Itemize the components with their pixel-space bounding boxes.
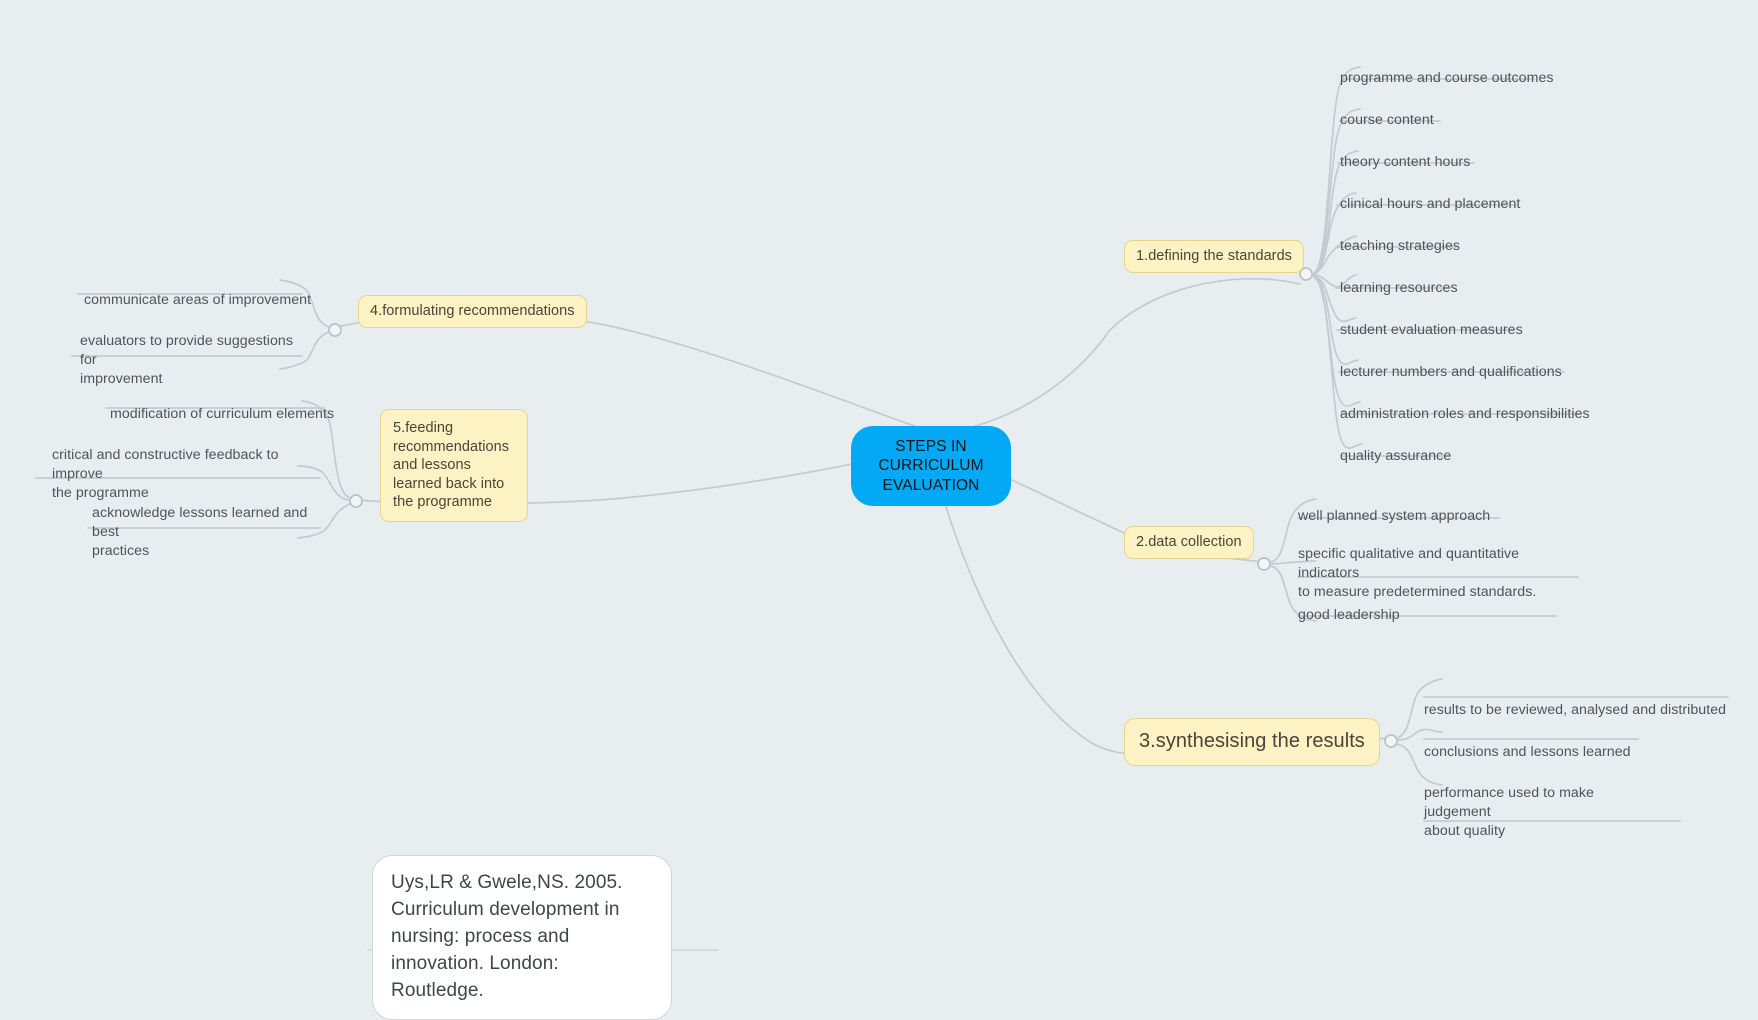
topic-node-5[interactable]: 5.feeding recommendations and lessons le… (380, 409, 528, 522)
leaf-1-2[interactable]: theory content hours (1340, 134, 1470, 172)
leaf-1-9[interactable]: quality assurance (1340, 428, 1451, 466)
leaf-2-2[interactable]: good leadership (1298, 587, 1400, 625)
leaf-5-2[interactable]: acknowledge lessons learned and best pra… (92, 485, 324, 561)
leaf-1-4[interactable]: teaching strategies (1340, 218, 1460, 256)
leaf-label: modification of curriculum elements (110, 405, 335, 422)
leaf-label: performance used to make judgement about… (1424, 784, 1594, 839)
mindmap-canvas: STEPS IN CURRICULUM EVALUATION 1.definin… (35, 50, 1729, 1020)
leaf-label: lecturer numbers and qualifications (1340, 363, 1562, 380)
topic-label-5: 5.feeding recommendations and lessons le… (393, 420, 509, 511)
leaf-label: evaluators to provide suggestions for im… (80, 332, 294, 387)
leaf-2-1[interactable]: specific qualitative and quantitative in… (1298, 526, 1582, 602)
leaf-4-1[interactable]: evaluators to provide suggestions for im… (80, 313, 306, 389)
leaf-label: programme and course outcomes (1340, 69, 1554, 86)
leaf-label: teaching strategies (1340, 237, 1461, 254)
topic-node-1[interactable]: 1.defining the standards (1124, 240, 1304, 273)
leaf-5-0[interactable]: modification of curriculum elements (110, 386, 334, 424)
leaf-label: clinical hours and placement (1340, 195, 1521, 212)
topic-label-2: 2.data collection (1136, 534, 1242, 550)
leaf-1-1[interactable]: course content (1340, 92, 1434, 130)
leaf-label: quality assurance (1340, 447, 1452, 464)
leaf-1-5[interactable]: learning resources (1340, 260, 1458, 298)
topic-node-3[interactable]: 3.synthesising the results (1124, 718, 1380, 766)
root-label: STEPS IN CURRICULUM EVALUATION (878, 438, 984, 494)
leaf-label: administration roles and responsibilitie… (1340, 405, 1590, 422)
leaf-1-0[interactable]: programme and course outcomes (1340, 50, 1554, 88)
topic-node-2[interactable]: 2.data collection (1124, 526, 1254, 559)
leaf-label: critical and constructive feedback to im… (52, 446, 279, 501)
leaf-label: conclusions and lessons learned (1424, 743, 1631, 760)
root-node[interactable]: STEPS IN CURRICULUM EVALUATION (851, 426, 1011, 507)
topic-label-1: 1.defining the standards (1136, 248, 1292, 264)
leaf-1-7[interactable]: lecturer numbers and qualifications (1340, 344, 1562, 382)
leaf-label: results to be reviewed, analysed and dis… (1424, 701, 1727, 718)
leaf-label: communicate areas of improvement (84, 291, 312, 308)
leaf-label: course content (1340, 111, 1434, 128)
leaf-1-8[interactable]: administration roles and responsibilitie… (1340, 386, 1590, 424)
leaf-label: learning resources (1340, 279, 1458, 296)
leaf-label: theory content hours (1340, 153, 1471, 170)
leaf-label: good leadership (1298, 606, 1400, 623)
leaf-label: student evaluation measures (1340, 321, 1523, 338)
leaf-3-2[interactable]: performance used to make judgement about… (1424, 765, 1664, 841)
leaf-1-3[interactable]: clinical hours and placement (1340, 176, 1520, 214)
citation-card[interactable]: Uys,LR & Gwele,NS. 2005. Curriculum deve… (372, 855, 672, 1020)
leaf-label: well planned system approach (1298, 507, 1491, 524)
leaf-label: specific qualitative and quantitative in… (1298, 545, 1537, 600)
topic-node-4[interactable]: 4.formulating recommendations (358, 295, 587, 328)
leaf-2-0[interactable]: well planned system approach (1298, 488, 1490, 526)
leaf-3-1[interactable]: conclusions and lessons learned (1424, 724, 1631, 762)
leaf-1-6[interactable]: student evaluation measures (1340, 302, 1523, 340)
leaf-5-1[interactable]: critical and constructive feedback to im… (52, 427, 324, 503)
leaf-3-0[interactable]: results to be reviewed, analysed and dis… (1424, 682, 1726, 720)
topic-label-4: 4.formulating recommendations (370, 303, 575, 319)
leaf-label: acknowledge lessons learned and best pra… (92, 504, 308, 559)
citation-text: Uys,LR & Gwele,NS. 2005. Curriculum deve… (391, 872, 623, 1001)
leaf-4-0[interactable]: communicate areas of improvement (84, 272, 311, 310)
topic-label-3: 3.synthesising the results (1139, 730, 1365, 752)
